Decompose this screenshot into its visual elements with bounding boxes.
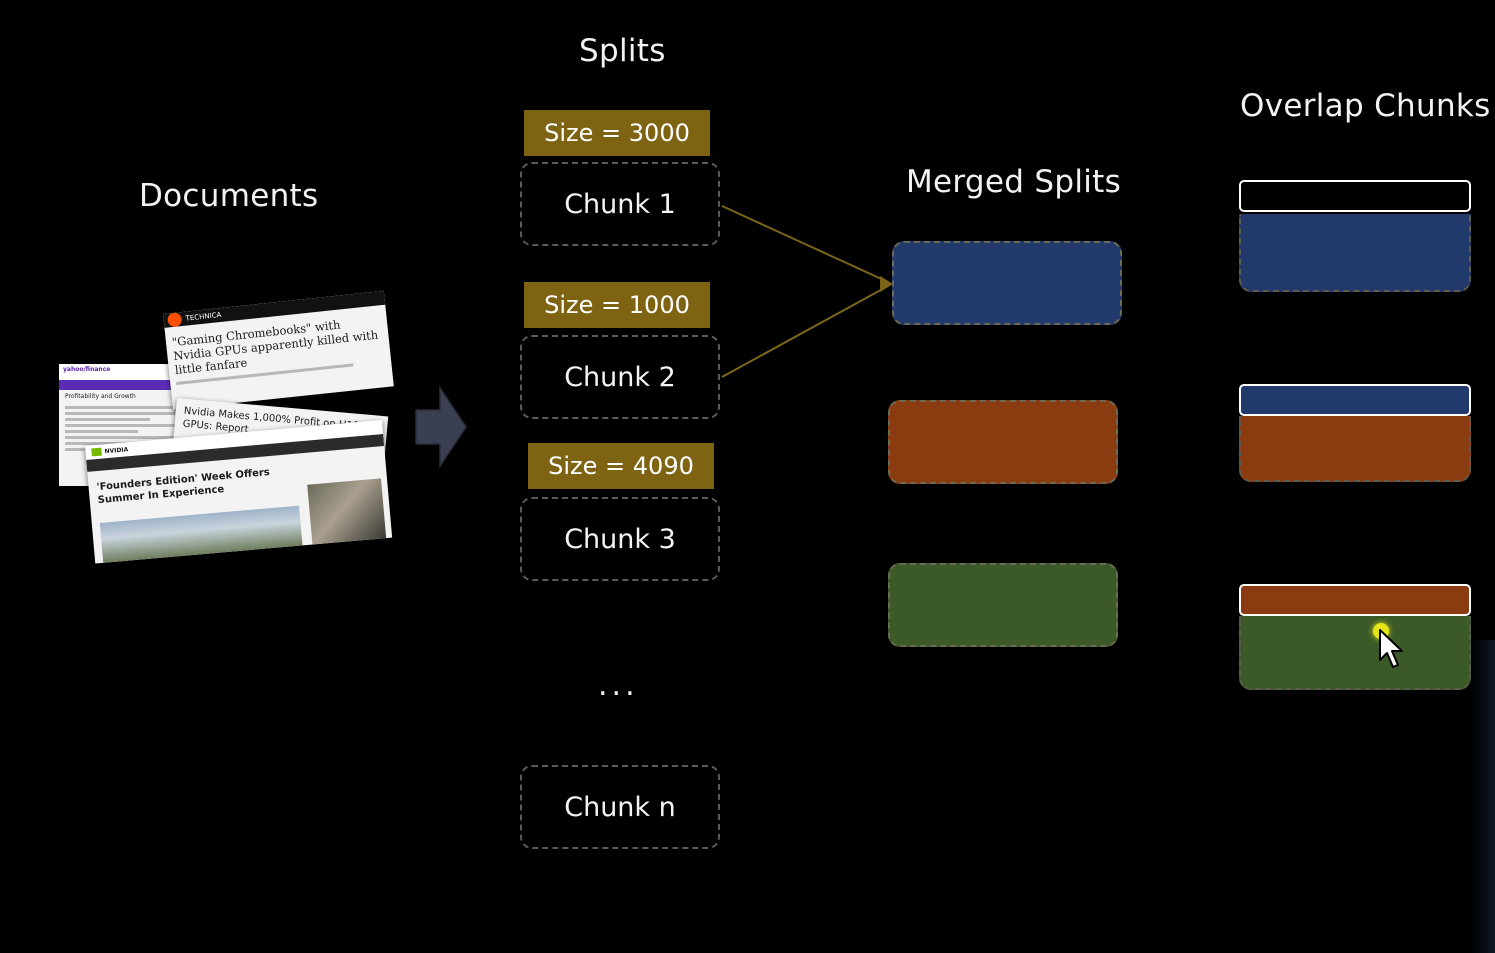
overlap-1-head bbox=[1239, 180, 1471, 212]
overlap-3-head bbox=[1239, 584, 1471, 616]
size-badge-1: Size = 3000 bbox=[524, 110, 710, 156]
splits-heading: Splits bbox=[579, 33, 666, 69]
document-collage: yahoo/finance Profitability and Growth T… bbox=[55, 290, 395, 570]
size-badge-3: Size = 4090 bbox=[528, 443, 714, 489]
chunk-3-box: Chunk 3 bbox=[520, 497, 720, 581]
size-badge-2: Size = 1000 bbox=[524, 282, 710, 328]
merged-split-orange bbox=[888, 400, 1118, 484]
mouse-pointer-icon bbox=[1379, 629, 1403, 668]
overlap-2-head bbox=[1239, 384, 1471, 416]
chunk-2-box: Chunk 2 bbox=[520, 335, 720, 419]
documents-heading: Documents bbox=[139, 178, 319, 214]
overlap-2-body bbox=[1239, 416, 1471, 482]
connector-arrowhead-icon bbox=[880, 276, 893, 292]
chunk-1-box: Chunk 1 bbox=[520, 162, 720, 246]
edge-glow bbox=[1471, 640, 1495, 953]
connector-chunk2 bbox=[721, 285, 889, 378]
merged-splits-heading: Merged Splits bbox=[906, 164, 1122, 200]
overlap-chunks-heading: Overlap Chunks bbox=[1240, 88, 1491, 124]
ellipsis: ... bbox=[598, 668, 639, 703]
connector-chunk1 bbox=[721, 205, 889, 283]
right-arrow-icon bbox=[415, 386, 467, 468]
merged-split-green bbox=[888, 563, 1118, 647]
overlap-1-body bbox=[1239, 214, 1471, 292]
yahoo-section: Profitability and Growth bbox=[65, 393, 136, 400]
overlap-3-body bbox=[1239, 616, 1471, 690]
yahoo-brand: yahoo/finance bbox=[59, 364, 181, 380]
chunk-n-box: Chunk n bbox=[520, 765, 720, 849]
merged-split-blue bbox=[892, 241, 1122, 325]
